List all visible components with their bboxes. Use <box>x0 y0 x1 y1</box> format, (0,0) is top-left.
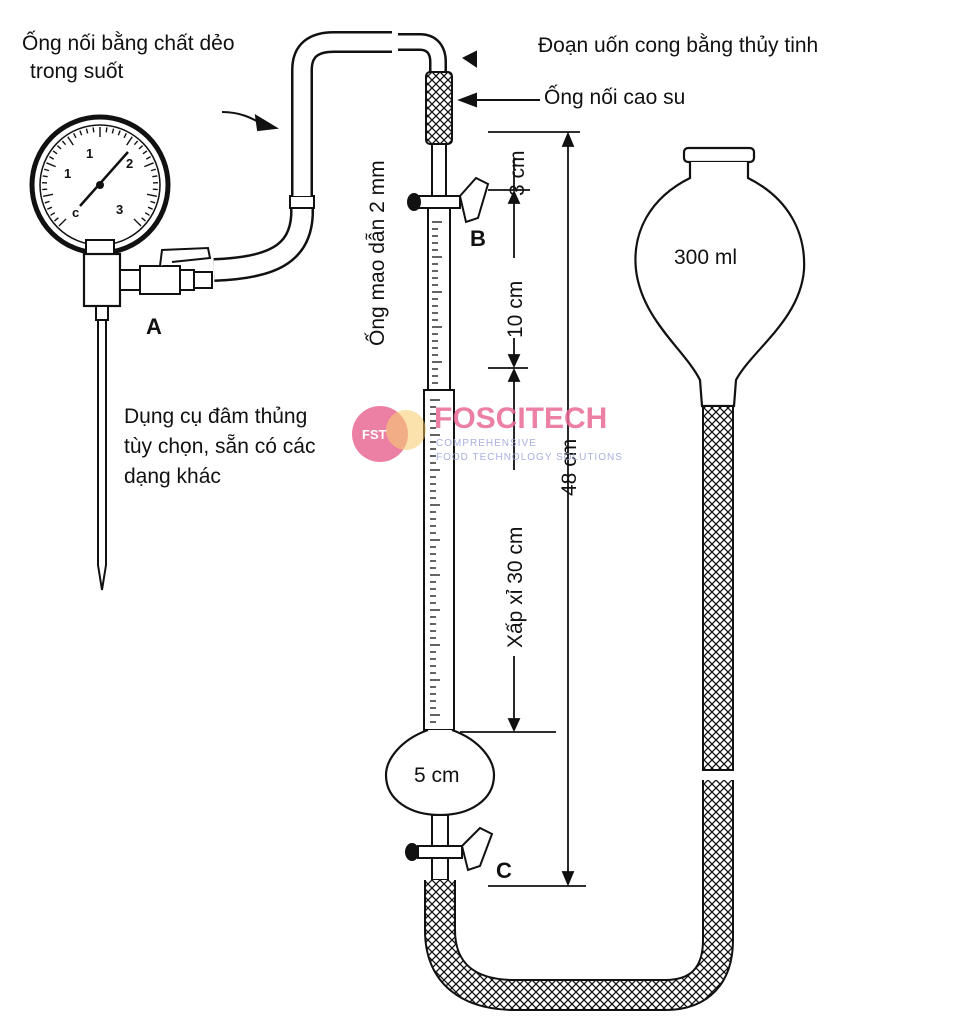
gauge-dial-tick <box>146 193 158 198</box>
gauge-dial-tick <box>50 212 56 216</box>
gauge-dial-tick <box>123 133 127 139</box>
small-bulb <box>384 728 496 851</box>
gauge-dial-tick <box>44 200 50 204</box>
label-point-c: C <box>496 858 512 883</box>
gauge-dial-tick <box>133 140 139 146</box>
stopcock-b <box>407 176 490 224</box>
label-plastic-tube-line1: Ống nối bằng chất dẻo <box>22 31 235 55</box>
gauge-dial-tick <box>111 128 115 134</box>
watermark: FST FOSCITECH COMPREHENSIVE FOOD TECHNOL… <box>352 402 623 463</box>
dimension-lines <box>460 131 586 887</box>
gauge-dial-tick <box>54 217 59 222</box>
label-flask: 300 ml <box>674 246 737 269</box>
gauge-dial-tick <box>92 127 95 133</box>
gauge-dial-tick <box>144 212 150 216</box>
watermark-tagline-2: FOOD TECHNOLOGY SOLUTIONS <box>436 452 623 463</box>
label-dim-30cm: Xấp xỉ 30 cm <box>504 527 527 648</box>
gauge-tick-1: 1 <box>64 166 71 181</box>
glass-bend <box>398 33 447 72</box>
valve-a <box>82 246 213 321</box>
gauge-tick-0: c <box>72 205 79 220</box>
gauge-dial-tick <box>58 218 67 227</box>
watermark-name: FOSCITECH <box>434 402 607 435</box>
gauge-tick-2: 1 <box>86 146 93 161</box>
gauge-dial-tick <box>49 156 55 160</box>
gauge-dial-tick <box>141 217 146 222</box>
gauge-tick-4: 3 <box>116 202 123 217</box>
rubber-connector <box>425 71 453 145</box>
gauge-tick-3: 2 <box>126 156 133 171</box>
gauge-dial-tick <box>73 133 77 139</box>
label-piercer-line3: dạng khác <box>124 465 221 488</box>
pointer-arrows <box>221 50 540 132</box>
rubber-hose <box>424 405 734 1011</box>
gauge-dial-tick <box>150 200 156 204</box>
label-dim-48cm: 48 cm <box>558 439 581 496</box>
label-glass-bend: Đoạn uốn cong bằng thủy tinh <box>538 34 818 57</box>
gauge-dial-tick <box>52 150 58 155</box>
label-bulb-small: 5 cm <box>414 764 460 787</box>
label-dim-10cm: 10 cm <box>504 281 527 338</box>
gauge-dial-tick <box>147 206 153 210</box>
gauge-dial-tick <box>117 130 121 136</box>
gauge-dial-tick <box>79 130 83 136</box>
watermark-tagline-1: COMPREHENSIVE <box>436 438 537 449</box>
label-piercer-line1: Dụng cụ đâm thủng <box>124 405 307 428</box>
gauge-dial-tick <box>67 136 74 146</box>
label-rubber-tube: Ống nối cao su <box>544 85 685 109</box>
capillary-tube <box>423 207 455 731</box>
gauge-dial-tick <box>42 193 54 198</box>
gauge-dial-tick <box>152 175 158 178</box>
gauge-dial-tick <box>145 156 151 160</box>
label-plastic-tube-line2: trong suốt <box>30 60 124 83</box>
gauge-dial-tick <box>61 140 67 146</box>
label-dim-3cm: 3 cm <box>506 150 529 196</box>
gauge-dial-tick <box>105 127 108 133</box>
gauge-dial-tick <box>56 145 62 150</box>
pressure-gauge: c 1 1 2 3 <box>29 114 171 256</box>
gauge-dial-tick <box>126 136 133 146</box>
gauge-dial-tick <box>138 145 144 150</box>
label-capillary: Ống mao dẫn 2 mm <box>365 160 389 346</box>
gauge-dial-tick <box>133 218 142 227</box>
gauge-dial-tick <box>85 128 89 134</box>
watermark-logo-text: FST <box>362 427 387 442</box>
gauge-dial-tick <box>150 168 157 172</box>
gauge-dial-tick <box>144 162 154 168</box>
gauge-dial-tick <box>142 150 148 155</box>
reservoir-flask <box>634 146 806 408</box>
stopcock-c <box>405 826 494 881</box>
label-point-b: B <box>470 226 486 251</box>
gauge-dial-tick <box>47 206 53 210</box>
label-point-a: A <box>146 314 162 339</box>
gauge-dial-tick <box>42 175 48 178</box>
gauge-dial-tick <box>43 168 50 172</box>
piercing-probe <box>97 319 107 591</box>
plastic-tube <box>213 31 392 282</box>
label-piercer-line2: tùy chọn, sẵn có các <box>124 435 315 458</box>
gauge-dial-tick <box>46 162 56 168</box>
